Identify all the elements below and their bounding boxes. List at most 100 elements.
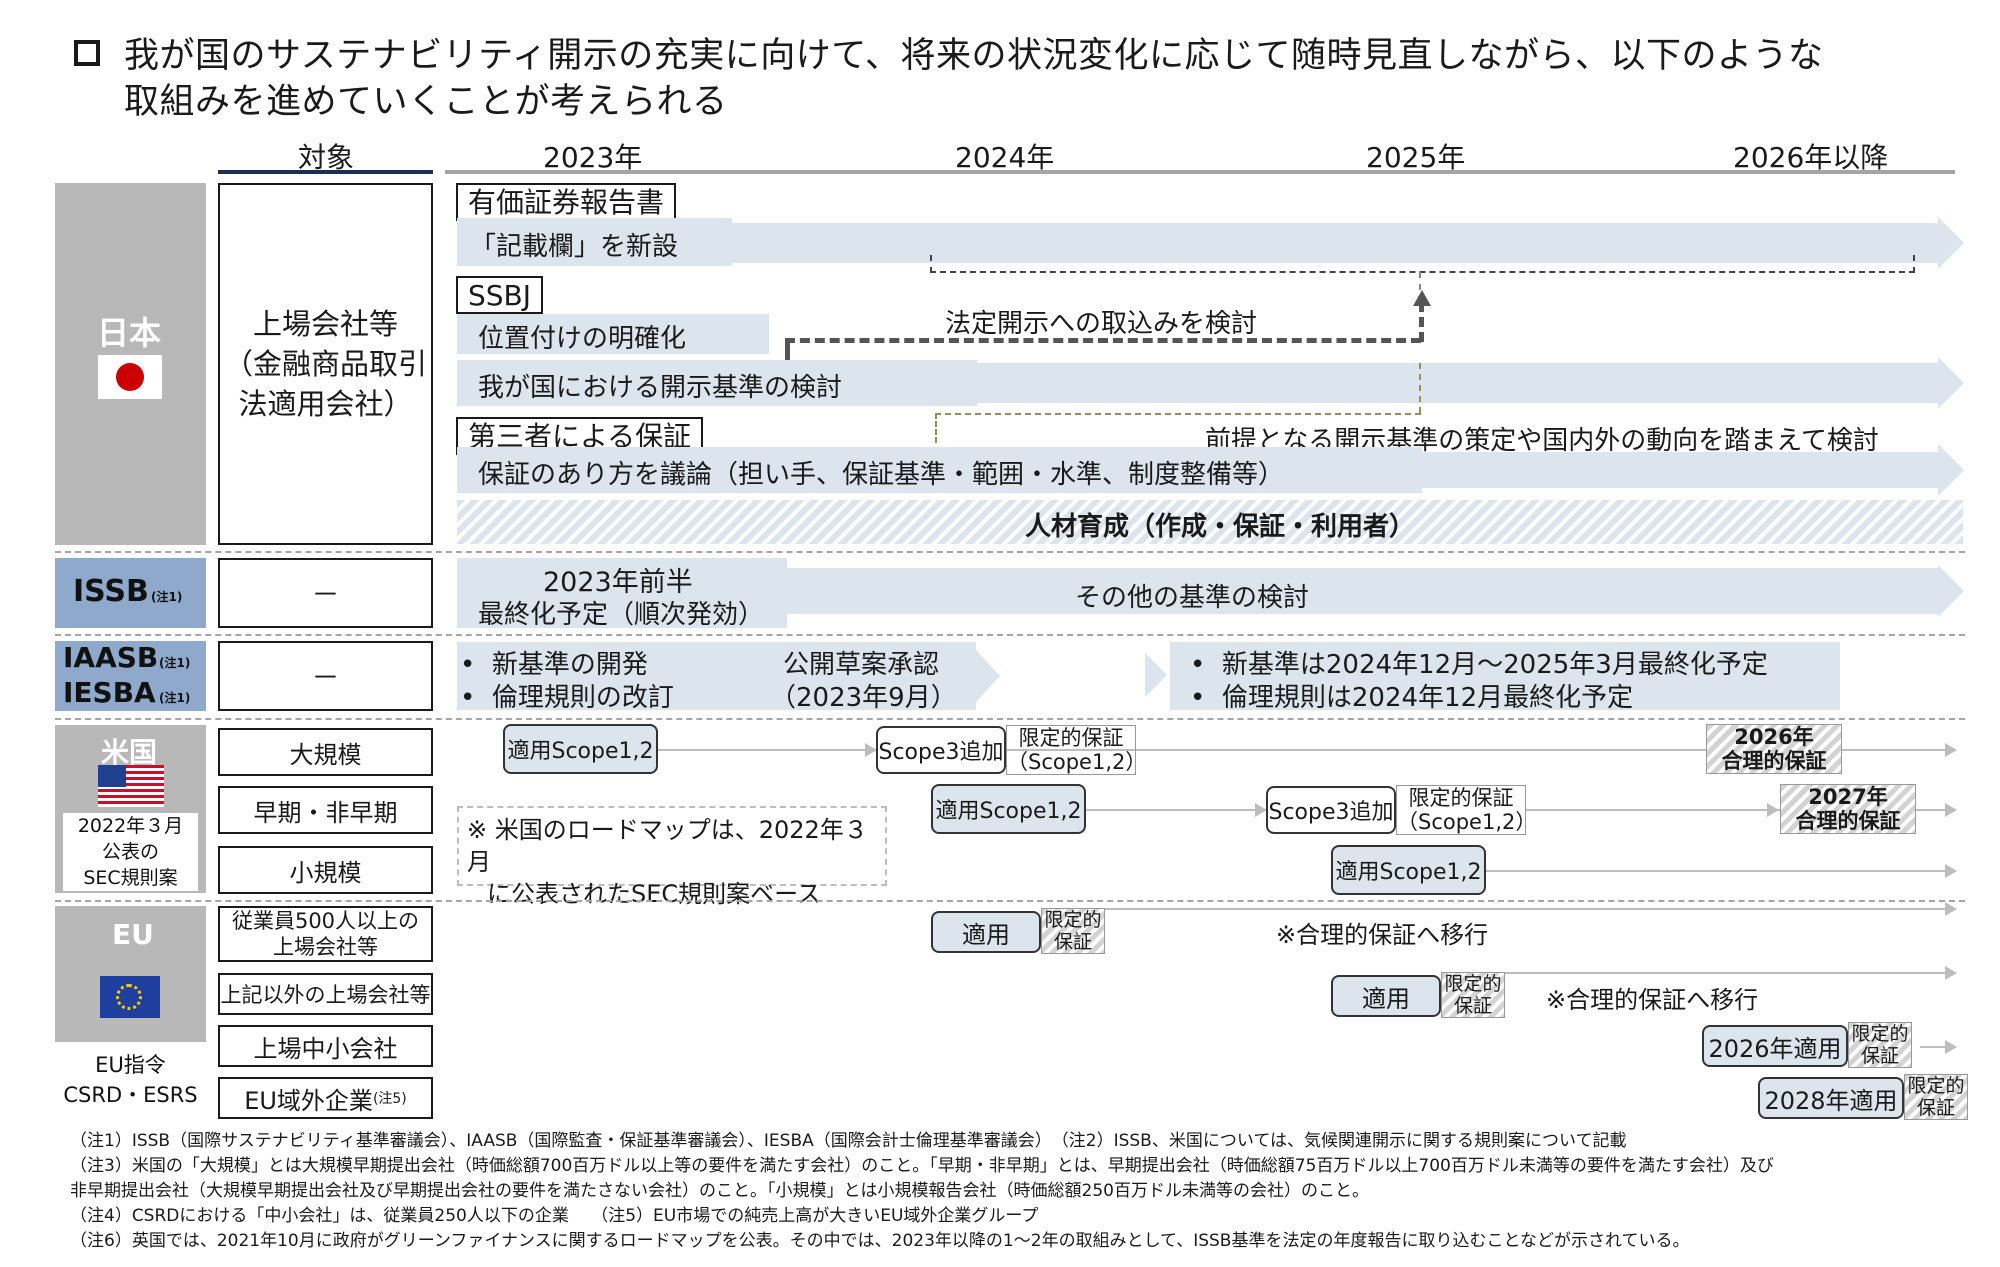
eu-directive: EU指令 bbox=[95, 1053, 166, 1077]
region-eu: EU EU指令 CSRD・ESRS bbox=[55, 906, 206, 1118]
year-2024-header: 2024年 bbox=[955, 141, 1055, 174]
slide-title-line1: 我が国のサステナビリティ開示の充実に向けて、将来の状況変化に応じて随時見直しなが… bbox=[124, 36, 1824, 76]
eu-500-move: ※合理的保証へ移行 bbox=[1276, 921, 1489, 949]
eu-row-non-eu: EU域外企業(注5) bbox=[218, 1077, 433, 1119]
securities-report-arrow bbox=[1938, 217, 1964, 269]
us-large-scope3: Scope3追加 bbox=[876, 726, 1006, 774]
eu-csrd-esrs: CSRD・ESRS bbox=[63, 1083, 198, 1107]
eu-other-move: ※合理的保証へ移行 bbox=[1546, 986, 1759, 1014]
footnote-5: （注6）英国では、2021年10月に政府がグリーンファイナンスに関するロードマッ… bbox=[70, 1231, 1690, 1251]
iaasb-b1: • 新基準の開発 bbox=[460, 650, 648, 680]
issb-arrow bbox=[1938, 565, 1964, 617]
timeline-line bbox=[445, 170, 1955, 174]
eu-500-apply: 適用 bbox=[931, 911, 1041, 953]
region-japan: 日本 bbox=[55, 183, 206, 545]
iaasb-mid2: （2023年9月） bbox=[770, 683, 957, 713]
us-row-large: 大規模 bbox=[218, 728, 433, 776]
us-large-reasonable: 2026年合理的保証 bbox=[1706, 724, 1842, 774]
footnote-3: 非早期提出会社（大規模早期提出会社及び早期提出会社の要件を満たさない会社）のこと… bbox=[70, 1181, 1369, 1201]
footnote-1: （注1）ISSB（国際サステナビリティ基準審議会）、IAASB（国際監査・保証基… bbox=[70, 1131, 1627, 1151]
eu-sme-apply2026: 2026年適用 bbox=[1702, 1025, 1848, 1067]
assurance-arrow bbox=[1938, 444, 1964, 496]
domestic-standards-arrow bbox=[1938, 357, 1964, 409]
japan-flag-icon bbox=[98, 355, 162, 399]
eu-other-limited: 限定的保証 bbox=[1441, 972, 1505, 1018]
hr-development-label: 人材育成（作成・保証・利用者） bbox=[1025, 512, 1416, 542]
japan-target-line1: 上場会社等 bbox=[252, 307, 398, 341]
iaasb-r1: • 新基準は2024年12月～2025年3月最終化予定 bbox=[1190, 650, 1768, 680]
issb-bar1-line1: 2023年前半 bbox=[543, 567, 693, 598]
japan-target-line2: （金融商品取引 bbox=[223, 347, 427, 381]
us-row-early: 早期・非早期 bbox=[218, 786, 433, 834]
region-issb: ISSB (注1) bbox=[55, 558, 206, 628]
securities-report-bar-label: 「記載欄」を新設 bbox=[470, 232, 679, 262]
region-issb-label: ISSB bbox=[73, 574, 149, 609]
eu-sme-limited: 限定的保証 bbox=[1848, 1022, 1912, 1068]
us-flag-icon bbox=[98, 765, 164, 807]
us-early-apply-scope12: 適用Scope1,2 bbox=[931, 784, 1086, 834]
us-small-apply-scope12: 適用Scope1,2 bbox=[1331, 845, 1486, 895]
ssbj-clarify-bar bbox=[457, 314, 769, 354]
assurance-bar-label: 保証のあり方を議論（担い手、保証基準・範囲・水準、制度整備等） bbox=[478, 460, 1285, 490]
region-us-label: 米国 bbox=[101, 736, 158, 769]
us-large-apply-scope12: 適用Scope1,2 bbox=[503, 724, 658, 774]
ssbj-tag: SSBJ bbox=[456, 276, 544, 314]
iaasb-target-box: － bbox=[218, 641, 433, 711]
separator-issb-iaasb bbox=[55, 634, 1965, 636]
region-iaasb-label: IAASB bbox=[63, 641, 159, 674]
issb-target-box: － bbox=[218, 558, 433, 628]
separator-iaasb-us bbox=[55, 718, 1965, 720]
us-sec-line3: SEC規則案 bbox=[83, 867, 178, 889]
hr-development-bar bbox=[457, 500, 1963, 544]
iaasb-dev-bar bbox=[457, 642, 751, 710]
iaasb-mid1: 公開草案承認 bbox=[783, 650, 940, 680]
japan-target-box: 上場会社等 （金融商品取引 法適用会社） bbox=[218, 183, 433, 545]
iaasb-r2: • 倫理規則は2024年12月最終化予定 bbox=[1190, 683, 1634, 713]
issb-bar2-label: その他の基準の検討 bbox=[1075, 583, 1310, 613]
ssbj-clarify-label: 位置付けの明確化 bbox=[478, 324, 687, 354]
us-row-small: 小規模 bbox=[218, 846, 433, 894]
footnote-2: （注3）米国の「大規模」とは大規模早期提出会社（時価総額700百万ドル以上等の要… bbox=[70, 1156, 1774, 1176]
region-japan-label: 日本 bbox=[97, 314, 162, 352]
eu-row-other-listed: 上記以外の上場会社等 bbox=[218, 973, 433, 1015]
statutory-dashed-line bbox=[785, 338, 1421, 343]
region-iaasb: IAASB (注1) IESBA (注1) bbox=[55, 641, 206, 711]
slide-title-line2: 取組みを進めていくことが考えられる bbox=[124, 82, 728, 122]
eu-noneu-apply2028: 2028年適用 bbox=[1758, 1077, 1904, 1119]
separator-japan-issb bbox=[55, 551, 1965, 553]
eu-500-limited: 限定的保証 bbox=[1041, 908, 1105, 954]
year-2025-header: 2025年 bbox=[1366, 141, 1466, 174]
target-underline bbox=[218, 170, 433, 174]
eu-noneu-limited: 限定的保証 bbox=[1904, 1074, 1968, 1120]
statutory-bracket bbox=[930, 255, 1915, 273]
separator-us-eu bbox=[55, 900, 1965, 902]
us-early-limited: 限定的保証（Scope1,2） bbox=[1396, 785, 1537, 835]
region-us: 米国 2022年３月 公表の SEC規則案 bbox=[55, 725, 206, 893]
us-roadmap-note: ※ 米国のロードマップは、2022年３月 に公表されたSEC規則案ベース bbox=[457, 806, 887, 908]
us-early-scope3: Scope3追加 bbox=[1266, 786, 1396, 834]
us-large-limited: 限定的保証（Scope1,2） bbox=[1006, 725, 1147, 775]
iaasb-b2: • 倫理規則の改訂 bbox=[460, 683, 674, 713]
eu-other-apply: 適用 bbox=[1331, 975, 1441, 1017]
issb-bar1-line2: 最終化予定（順次発効） bbox=[478, 600, 765, 630]
year-2026-header: 2026年以降 bbox=[1733, 141, 1889, 174]
year-2023-header: 2023年 bbox=[543, 141, 643, 174]
eu-row-500: 従業員500人以上の上場会社等 bbox=[218, 906, 433, 962]
footnote-4: （注4）CSRDにおける「中小会社」は、従業員250人以下の企業 （注5）EU市… bbox=[70, 1206, 1039, 1226]
us-sec-line2: 公表の bbox=[101, 841, 159, 863]
iaasb-final-bar bbox=[1170, 642, 1840, 710]
us-sec-line1: 2022年３月 bbox=[77, 815, 184, 837]
japan-target-line3: 法適用会社） bbox=[238, 387, 413, 421]
domestic-standards-label: 我が国における開示基準の検討 bbox=[478, 373, 843, 403]
eu-flag-icon bbox=[100, 976, 160, 1018]
region-eu-label: EU bbox=[112, 918, 154, 951]
us-early-reasonable: 2027年合理的保証 bbox=[1780, 784, 1916, 834]
iaasb-ed-bar bbox=[751, 642, 976, 710]
square-bullet-icon bbox=[74, 40, 100, 66]
region-iesba-label: IESBA bbox=[63, 676, 156, 709]
securities-report-tag: 有価証券報告書 bbox=[456, 183, 677, 221]
statutory-up-arrow bbox=[1413, 290, 1431, 306]
column-target-header: 対象 bbox=[298, 141, 355, 174]
statutory-incorporation-note: 法定開示への取込みを検討 bbox=[945, 309, 1258, 339]
eu-row-listed-sme: 上場中小会社 bbox=[218, 1025, 433, 1067]
